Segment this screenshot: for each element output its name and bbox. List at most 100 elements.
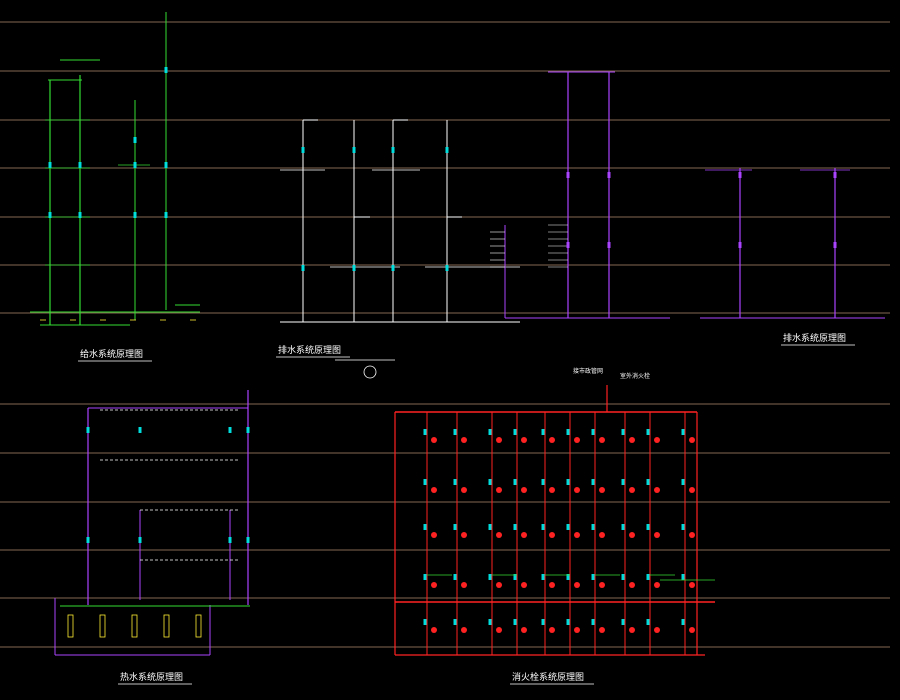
riser-marker-icon xyxy=(591,524,595,530)
fire-hydrant-icon xyxy=(431,582,437,588)
fire-hydrant-icon xyxy=(461,627,467,633)
riser-marker-icon xyxy=(566,574,570,580)
fire-hydrant-icon xyxy=(689,582,695,588)
riser-marker-icon xyxy=(423,524,427,530)
riser-marker-icon xyxy=(423,429,427,435)
riser-marker-icon xyxy=(513,619,517,625)
callout-fire-inlet: 室外消火栓 xyxy=(620,372,650,380)
fire-hydrant-icon xyxy=(629,532,635,538)
riser-marker-icon xyxy=(591,619,595,625)
riser-marker-icon xyxy=(646,479,650,485)
drain-system-left-diagram xyxy=(280,119,520,379)
riser-marker-icon xyxy=(833,242,837,248)
riser-marker-icon xyxy=(833,172,837,178)
riser-marker-icon xyxy=(541,574,545,580)
fire-hydrant-icon xyxy=(521,487,527,493)
riser-marker-icon xyxy=(541,524,545,530)
title-drain-system-right: 排水系统原理图 xyxy=(783,332,846,344)
callout-fire-main-note: 接市政管网 xyxy=(573,367,603,375)
fire-hydrant-icon xyxy=(496,627,502,633)
fire-hydrant-icon xyxy=(549,627,555,633)
riser-marker-icon xyxy=(133,137,137,143)
title-hot-water-system: 热水系统原理图 xyxy=(120,671,183,683)
supply-system-diagram xyxy=(30,12,200,326)
riser-marker-icon xyxy=(591,574,595,580)
floor-level-lines xyxy=(0,21,890,648)
riser-marker-icon xyxy=(48,212,52,218)
riser-marker-icon xyxy=(164,67,168,73)
riser-marker-icon xyxy=(453,574,457,580)
fire-hydrant-icon xyxy=(689,487,695,493)
riser-marker-icon xyxy=(513,429,517,435)
fire-hydrant-system-diagram xyxy=(394,385,715,656)
fire-hydrant-icon xyxy=(521,532,527,538)
fire-hydrant-icon xyxy=(431,437,437,443)
hot-water-system-diagram xyxy=(54,390,250,656)
fire-hydrant-icon xyxy=(496,532,502,538)
fire-hydrant-icon xyxy=(654,437,660,443)
fire-hydrant-icon xyxy=(629,627,635,633)
fire-hydrant-icon xyxy=(599,582,605,588)
fire-hydrant-icon xyxy=(689,532,695,538)
fire-hydrant-icon xyxy=(461,487,467,493)
riser-marker-icon xyxy=(513,574,517,580)
riser-marker-icon xyxy=(301,265,305,271)
fire-hydrant-icon xyxy=(431,627,437,633)
riser-marker-icon xyxy=(78,162,82,168)
fire-hydrant-icon xyxy=(521,582,527,588)
riser-marker-icon xyxy=(391,265,395,271)
valve-icon xyxy=(163,614,170,638)
fire-hydrant-icon xyxy=(629,582,635,588)
fire-hydrant-icon xyxy=(629,437,635,443)
fire-hydrant-icon xyxy=(574,437,580,443)
fire-hydrant-icon xyxy=(431,532,437,538)
riser-marker-icon xyxy=(423,479,427,485)
riser-marker-icon xyxy=(78,212,82,218)
riser-marker-icon xyxy=(621,619,625,625)
fire-hydrant-icon xyxy=(574,487,580,493)
fire-hydrant-icon xyxy=(521,627,527,633)
riser-marker-icon xyxy=(488,574,492,580)
riser-marker-icon xyxy=(352,147,356,153)
fire-hydrant-icon xyxy=(521,437,527,443)
riser-marker-icon xyxy=(423,574,427,580)
riser-marker-icon xyxy=(488,524,492,530)
riser-marker-icon xyxy=(566,172,570,178)
fire-hydrant-icon xyxy=(629,487,635,493)
riser-marker-icon xyxy=(681,619,685,625)
riser-marker-icon xyxy=(453,479,457,485)
riser-marker-icon xyxy=(488,479,492,485)
riser-marker-icon xyxy=(566,479,570,485)
fire-hydrant-icon xyxy=(599,437,605,443)
riser-marker-icon xyxy=(566,242,570,248)
riser-marker-icon xyxy=(86,537,90,543)
riser-marker-icon xyxy=(488,619,492,625)
valve-icon xyxy=(131,614,138,638)
fire-hydrant-icon xyxy=(461,582,467,588)
riser-marker-icon xyxy=(228,427,232,433)
drain-system-right-diagram xyxy=(490,71,885,319)
riser-marker-icon xyxy=(541,619,545,625)
riser-marker-icon xyxy=(352,265,356,271)
riser-marker-icon xyxy=(423,619,427,625)
riser-marker-icon xyxy=(681,429,685,435)
riser-marker-icon xyxy=(133,162,137,168)
riser-marker-icon xyxy=(566,619,570,625)
riser-marker-icon xyxy=(445,147,449,153)
fire-hydrant-icon xyxy=(549,582,555,588)
riser-marker-icon xyxy=(138,537,142,543)
riser-marker-icon xyxy=(453,524,457,530)
fire-hydrant-icon xyxy=(496,437,502,443)
valve-icon xyxy=(195,614,202,638)
riser-marker-icon xyxy=(488,429,492,435)
riser-marker-icon xyxy=(138,427,142,433)
riser-marker-icon xyxy=(646,429,650,435)
riser-marker-icon xyxy=(738,172,742,178)
riser-marker-icon xyxy=(228,537,232,543)
riser-marker-icon xyxy=(607,172,611,178)
fire-hydrant-icon xyxy=(461,532,467,538)
riser-marker-icon xyxy=(621,479,625,485)
riser-marker-icon xyxy=(164,212,168,218)
